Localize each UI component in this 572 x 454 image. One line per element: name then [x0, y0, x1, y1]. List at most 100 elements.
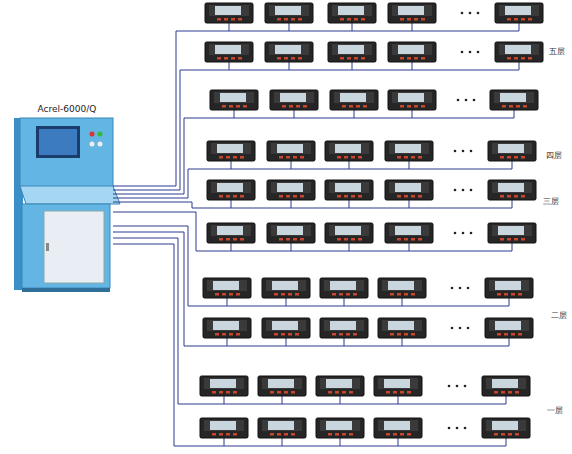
- cabinet-door: [44, 211, 104, 283]
- power-meter: [328, 3, 376, 23]
- meter-key: [277, 433, 281, 436]
- meter-key: [240, 156, 244, 159]
- meter-key: [270, 433, 274, 436]
- meter-key: [508, 391, 512, 394]
- drop-wire: [227, 298, 228, 306]
- ellipsis-dot: [467, 327, 470, 330]
- meter-bezel: [271, 225, 311, 236]
- meter-key: [390, 293, 394, 296]
- meter-bezel: [392, 5, 432, 16]
- meter-bezel: [499, 5, 539, 16]
- ellipsis-dot: [461, 51, 464, 54]
- meter-display: [492, 379, 518, 388]
- meter-key: [504, 293, 508, 296]
- meter-display: [338, 6, 364, 15]
- meter-display: [495, 321, 521, 330]
- meter-key: [277, 391, 281, 394]
- power-meter: [374, 376, 422, 396]
- meter-display: [215, 45, 241, 54]
- meter-display: [220, 93, 246, 102]
- meter-key: [407, 433, 411, 436]
- meter-key: [500, 195, 504, 198]
- ellipsis-dot: [462, 189, 465, 192]
- meter-bezel: [274, 92, 314, 103]
- power-meter: [490, 90, 538, 110]
- drop-wire: [291, 243, 292, 251]
- meter-key: [514, 57, 518, 60]
- meter-display: [280, 93, 306, 102]
- meter-key: [240, 238, 244, 241]
- meter-key: [282, 105, 286, 108]
- meter-key: [337, 195, 341, 198]
- drop-wire: [349, 243, 350, 251]
- meter-key: [358, 156, 362, 159]
- meter-body: [325, 223, 373, 243]
- meter-key: [351, 156, 355, 159]
- meter-bezel: [378, 420, 418, 431]
- meter-key: [281, 293, 285, 296]
- power-meter: [330, 90, 378, 110]
- meter-key: [340, 18, 344, 21]
- device-name: Acrel-6000/Q: [12, 104, 122, 114]
- power-meter: [488, 141, 536, 161]
- power-meter: [270, 90, 318, 110]
- drop-wire: [512, 200, 513, 208]
- meter-key: [404, 195, 408, 198]
- cabinet-base: [22, 204, 110, 288]
- meter-body: [207, 223, 255, 243]
- power-meter: [495, 3, 543, 23]
- drop-wire: [227, 338, 228, 346]
- meter-key: [274, 293, 278, 296]
- meter-key: [494, 391, 498, 394]
- meter-body: [388, 42, 436, 62]
- drop-wire: [291, 161, 292, 169]
- cabinet-button: [98, 132, 103, 137]
- meter-key: [231, 18, 235, 21]
- meter-key: [421, 105, 425, 108]
- power-meter: [267, 141, 315, 161]
- meter-key: [358, 195, 362, 198]
- meter-bezel: [204, 420, 244, 431]
- meter-key: [233, 238, 237, 241]
- meter-key: [293, 156, 297, 159]
- power-meter: [482, 376, 530, 396]
- meter-key: [507, 18, 511, 21]
- meter-display: [277, 144, 303, 153]
- door-handle: [46, 243, 49, 251]
- meter-display: [210, 421, 236, 430]
- meter-body: [316, 418, 364, 438]
- meter-display: [217, 144, 243, 153]
- meter-key: [236, 293, 240, 296]
- meter-key: [521, 238, 525, 241]
- power-meter: [388, 3, 436, 23]
- meter-key: [400, 18, 404, 21]
- meter-key: [353, 333, 357, 336]
- meter-display: [215, 6, 241, 15]
- meter-body: [320, 278, 368, 298]
- meter-key: [342, 433, 346, 436]
- meter-body: [270, 90, 318, 110]
- drop-wire: [412, 62, 413, 70]
- meter-display: [492, 421, 518, 430]
- meter-key: [291, 391, 295, 394]
- meter-bezel: [324, 320, 364, 331]
- meter-key: [219, 391, 223, 394]
- meter-key: [404, 293, 408, 296]
- meter-body: [265, 3, 313, 23]
- meter-body: [330, 90, 378, 110]
- meter-key: [277, 57, 281, 60]
- drop-wire: [512, 243, 513, 251]
- ellipsis-dot: [470, 150, 473, 153]
- meter-bezel: [492, 225, 532, 236]
- cabinet-button: [98, 142, 103, 147]
- meter-key: [414, 18, 418, 21]
- power-meter: [262, 278, 310, 298]
- meter-key: [411, 156, 415, 159]
- cabinet-screen-frame: [36, 126, 80, 158]
- meter-key: [407, 105, 411, 108]
- meter-key: [344, 156, 348, 159]
- meter-key: [521, 57, 525, 60]
- meter-body: [482, 376, 530, 396]
- meter-key: [407, 18, 411, 21]
